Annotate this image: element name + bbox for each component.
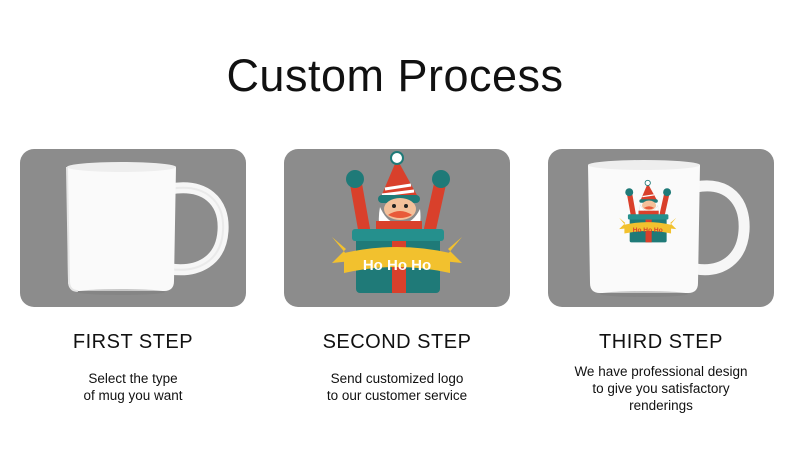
step-description: Select the type of mug you want <box>83 371 183 403</box>
santa-logo-icon: Ho Ho Ho <box>332 151 462 293</box>
step-description: Send customized logo to our customer ser… <box>326 371 468 403</box>
step-first: FIRST STEP Select the type of mug you wa… <box>20 149 246 404</box>
step-third: Ho Ho Ho THIRD STEP We have professional… <box>548 149 774 414</box>
step-title: FIRST STEP <box>72 331 194 353</box>
step-image-card: Ho Ho Ho <box>548 149 774 307</box>
step-image-card <box>20 149 246 307</box>
logo-text: Ho Ho Ho <box>363 257 431 274</box>
step-second: Ho Ho Ho SECOND STEP Send customized log… <box>284 149 510 404</box>
step-image-card: Ho Ho Ho <box>284 149 510 307</box>
white-mug-icon <box>66 162 229 295</box>
step-description: We have professional design to give you … <box>574 364 748 413</box>
logo-text: Ho Ho Ho <box>633 227 663 234</box>
page-title: Custom Process <box>226 50 564 101</box>
step-title: THIRD STEP <box>599 331 723 353</box>
custom-mug-icon: Ho Ho Ho <box>588 160 750 297</box>
step-title: SECOND STEP <box>322 331 472 353</box>
